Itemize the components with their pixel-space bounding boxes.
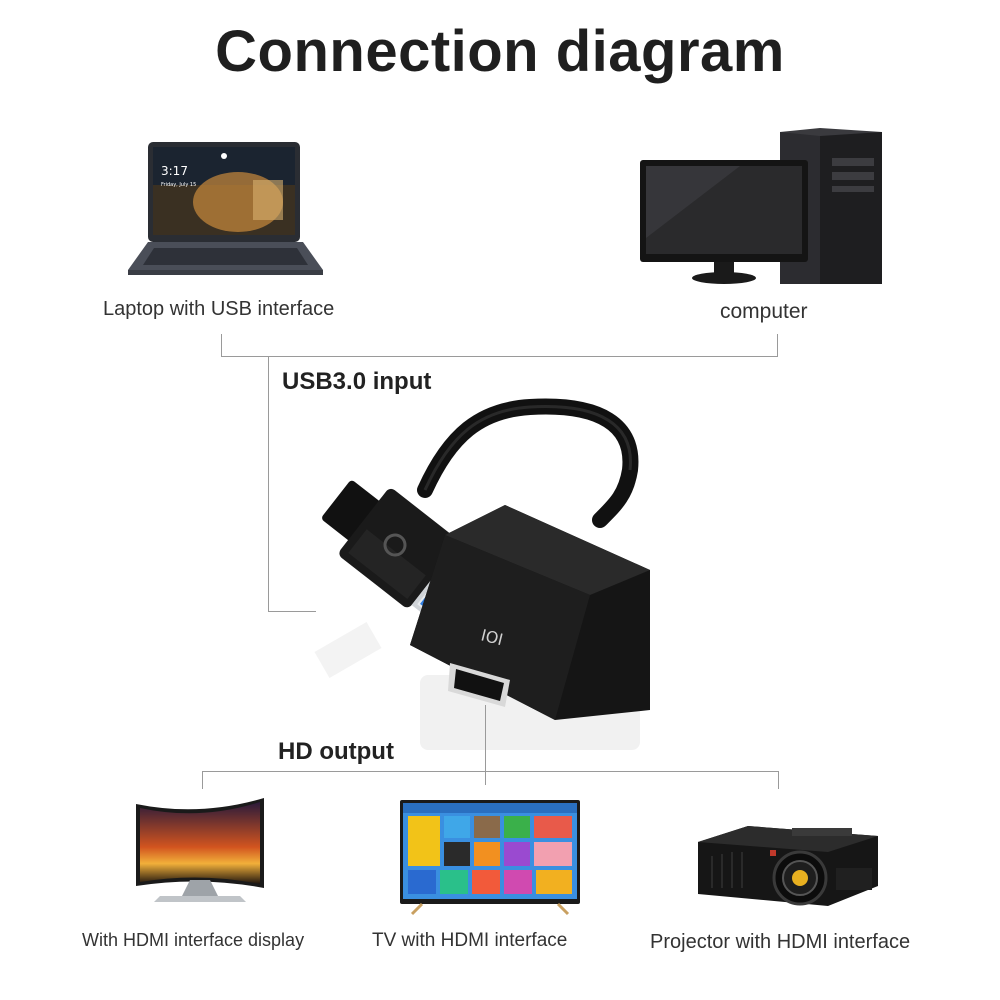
usb-input-label: USB3.0 input [282, 368, 432, 395]
input-lead-horizontal [268, 611, 316, 612]
tv-label: TV with HDMI interface [372, 930, 568, 951]
output-bracket-top [202, 771, 779, 772]
input-lead-vertical [268, 356, 269, 612]
input-bracket-left [221, 334, 222, 356]
hd-output-label: HD output [278, 738, 394, 765]
computer-label: computer [720, 300, 808, 323]
desktop-computer-icon [640, 128, 882, 284]
laptop-label: Laptop with USB interface [103, 298, 335, 320]
projector-icon [698, 826, 878, 906]
display-label: With HDMI interface display [82, 930, 305, 950]
usb-to-hdmi-adapter-icon: IOI [314, 398, 650, 750]
page-title: Connection diagram [215, 19, 785, 84]
input-bracket-bottom [221, 356, 778, 357]
laptop-icon: 3:17 Friday, July 15 [128, 142, 323, 275]
output-bracket-right [778, 771, 779, 789]
svg-text:3:17: 3:17 [161, 164, 188, 178]
hdmi-port-mark: IOI [479, 625, 505, 649]
output-lead-vertical [485, 705, 486, 785]
input-bracket-right [777, 334, 778, 356]
svg-text:Friday, July 15: Friday, July 15 [161, 182, 196, 188]
projector-label: Projector with HDMI interface [650, 931, 911, 953]
output-bracket-left [202, 771, 203, 789]
smart-tv-icon [400, 800, 580, 916]
curved-display-icon [136, 798, 264, 902]
